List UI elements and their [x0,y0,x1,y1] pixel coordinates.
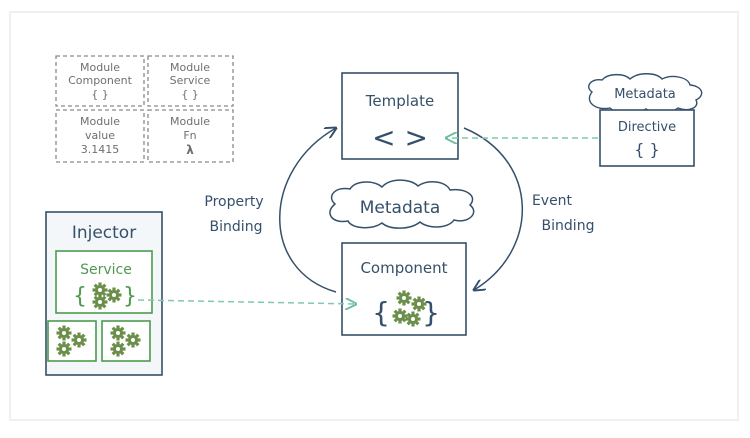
module-value-line2: value [85,129,115,142]
metadata-cloud-right: Metadata [588,73,703,114]
module-fn-line3: λ [186,143,194,157]
injector-brace-close: } [123,284,137,309]
directive-node: Directive { } [599,109,695,167]
injector-brace-open: { [73,284,87,309]
module-fn-line1: Module [170,115,210,128]
event-binding-line2: Binding [542,218,595,234]
injector-to-component-arrow [137,300,356,304]
module-grid: Module Component { } Module Service { } … [55,55,234,163]
component-brace-open: { [372,296,390,329]
property-binding-arrow [279,128,336,293]
module-service-line1: Module [170,61,210,74]
module-value-line1: Module [80,115,120,128]
metadata-right-label: Metadata [614,87,676,102]
template-box [341,72,459,160]
module-component-line2: Component [68,74,133,87]
template-symbol: < > [372,121,428,154]
module-value-line3: 3.1415 [81,143,120,156]
component-title: Component [360,259,447,277]
module-component-line1: Module [80,61,120,74]
component-node: Component { } [341,242,467,336]
directive-symbol: { } [634,140,659,159]
module-component-line3: { } [91,88,109,101]
module-value-box [55,109,145,163]
module-service-line3: { } [181,88,199,101]
event-binding-arrow [463,127,523,290]
template-title: Template [365,92,434,110]
module-service-line2: Service [170,74,211,87]
component-brace-close: } [422,296,440,329]
module-fn-box [147,109,234,163]
injector-service-label: Service [80,262,132,278]
metadata-cloud-shape [329,179,475,229]
injector-node: Injector Service { } [45,211,163,376]
module-component-box [55,55,145,107]
module-fn-line2: Fn [183,129,196,142]
metadata-cloud-center: Metadata [329,179,475,229]
injector-title: Injector [72,223,136,243]
event-binding-line1: Event [532,193,573,209]
property-binding-line1: Property [204,194,263,210]
module-service-box [147,55,234,107]
directive-title: Directive [618,120,676,135]
directive-box [599,109,695,167]
template-node: Template < > [341,72,459,160]
metadata-center-label: Metadata [360,198,441,218]
property-binding-line2: Binding [210,219,263,235]
